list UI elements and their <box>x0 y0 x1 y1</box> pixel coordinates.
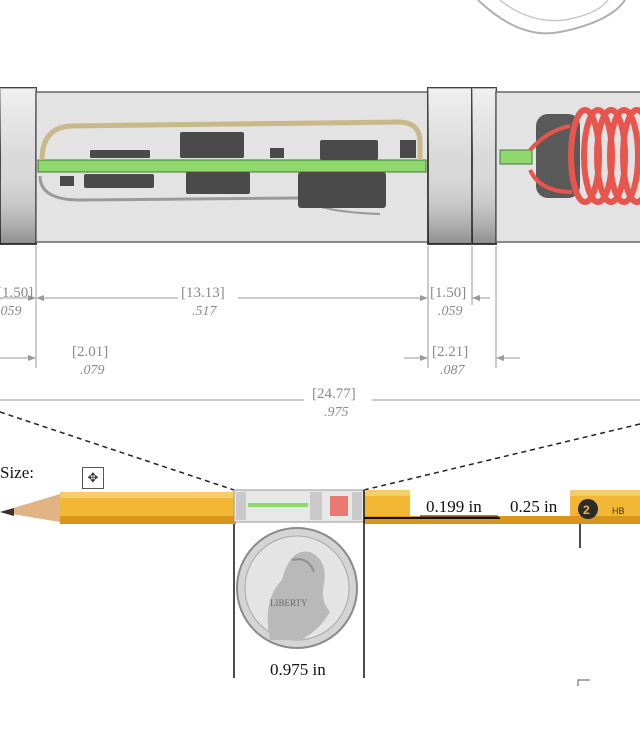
move-handle-icon[interactable]: ✥ <box>82 467 104 489</box>
dim-body-length-imperial: .517 <box>192 304 218 319</box>
antenna-wire <box>39 119 423 161</box>
dim-overall-length-imperial: .975 <box>324 405 349 420</box>
dim-gap-right-imperial: .087 <box>440 363 466 378</box>
dimension-lines <box>0 246 640 401</box>
diameter-label-box <box>410 490 500 516</box>
dimension-arrows <box>28 295 504 361</box>
dim-gap-left-imperial: .079 <box>80 363 105 378</box>
pencil-width-label: 0.25 in <box>510 497 558 516</box>
washington-portrait <box>267 551 330 640</box>
corner-mark <box>577 679 590 686</box>
dim-gap-right-metric: [2.21] <box>432 344 468 360</box>
pcb-components <box>60 132 416 208</box>
dim-gap-left-metric: [2.01] <box>72 344 108 360</box>
part-detail-sketch <box>477 0 626 35</box>
dim-body-length-metric: [13.13] <box>181 285 225 301</box>
width-label-box <box>500 490 570 516</box>
brand-logo <box>578 499 598 519</box>
dim-end-right-imperial: .059 <box>438 304 463 319</box>
dim-end-left-imperial: .059 <box>0 304 22 319</box>
diameter-label: 0.199 in <box>426 497 482 516</box>
length-label: 0.975 in <box>270 660 326 679</box>
copper-coil <box>568 107 640 205</box>
dim-end-right-metric: [1.50] <box>430 285 466 301</box>
size-label: Size: <box>0 463 34 482</box>
pcb-board <box>37 159 427 173</box>
pencil-photo: 2 HB <box>0 489 640 548</box>
dim-overall-length-metric: [24.77] <box>312 386 356 402</box>
svg-text:2: 2 <box>583 503 590 517</box>
dimension-labels: [1.50] .059 [13.13] .517 [1.50] .059 [2.… <box>0 285 468 420</box>
dim-end-left-metric: [1.50] <box>0 285 33 301</box>
capsule-cutaway <box>0 87 640 245</box>
pencil-tip <box>0 494 60 522</box>
zoom-callout-lines <box>0 411 640 491</box>
quarter-liberty-text: LIBERTY <box>270 598 308 608</box>
quarter-coin: LIBERTY <box>236 527 358 649</box>
length-bracket <box>233 490 365 678</box>
svg-text:HB: HB <box>612 506 625 516</box>
